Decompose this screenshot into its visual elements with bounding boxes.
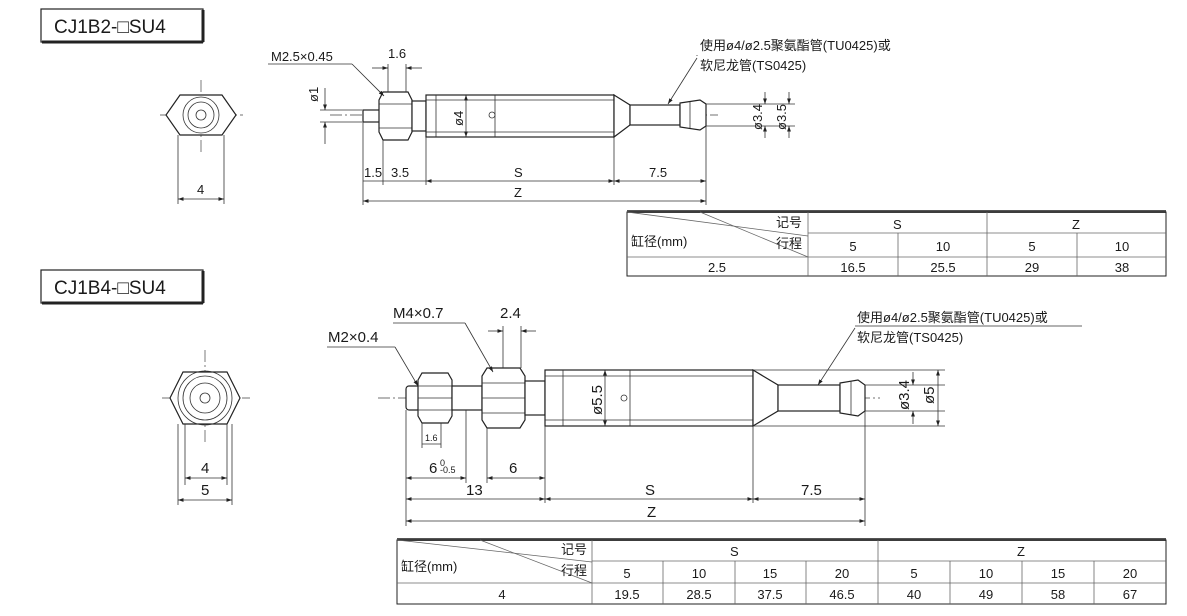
- side-view-cj1b4: [378, 367, 880, 429]
- dims-horizontal-cj1b4: 6 0 -0.5 6 13 S 7.5 Z: [405, 410, 866, 526]
- table-corner-top: 记号: [561, 542, 587, 557]
- stroke-header: 10: [692, 566, 706, 581]
- dim-barrel-dia-cj1b4: ø5.5: [589, 370, 607, 426]
- stroke-header: 5: [910, 566, 917, 581]
- stroke-header: 10: [979, 566, 993, 581]
- value-cell: 38: [1115, 260, 1129, 275]
- dim-6b: 6: [509, 460, 517, 477]
- barrel-dia-label: ø4: [451, 111, 466, 126]
- end-view-cj1b4: 4 5: [162, 350, 250, 505]
- note-line-2: 软尼龙管(TS0425): [700, 58, 806, 73]
- table-group-s: S: [893, 217, 902, 232]
- value-cell: 16.5: [840, 260, 865, 275]
- callout-thread-inner-cj1b4: M2×0.4: [327, 329, 419, 387]
- stroke-header: 10: [1115, 239, 1129, 254]
- tube-outer-label: ø5: [921, 386, 938, 404]
- value-cell: 28.5: [686, 587, 711, 602]
- dim-7-5: 7.5: [801, 482, 822, 499]
- thread-inner-label: M2×0.4: [328, 329, 378, 346]
- dim-nut-width-cj1b2: 1.6: [372, 46, 422, 92]
- dim-3-5: 3.5: [391, 165, 409, 180]
- title-box-cj1b2: CJ1B2-□SU4: [40, 8, 205, 44]
- dim-nut-width-cj1b4: 2.4: [488, 305, 536, 368]
- value-cell: 58: [1051, 587, 1065, 602]
- note-line-1: 使用ø4/ø2.5聚氨酯管(TU0425)或: [857, 310, 1048, 325]
- value-cell: 46.5: [829, 587, 854, 602]
- table-group-z: Z: [1017, 544, 1025, 559]
- spec-table-cj1b2: 记号 行程 缸径(mm) S Z 5 10 5 10 2.5 16.5 25.5…: [626, 210, 1167, 277]
- stroke-header: 15: [1051, 566, 1065, 581]
- table-group-s: S: [730, 544, 739, 559]
- table-corner-mid: 行程: [776, 236, 802, 251]
- stroke-header: 5: [849, 239, 856, 254]
- value-cell: 49: [979, 587, 993, 602]
- dim-s: S: [645, 482, 655, 499]
- stroke-header: 5: [623, 566, 630, 581]
- thread-label: M2.5×0.45: [271, 49, 333, 64]
- table-corner-left: 缸径(mm): [631, 234, 687, 249]
- nut-width-label: 2.4: [500, 305, 521, 322]
- tube-outer-label: ø3.5: [774, 104, 789, 130]
- stroke-header: 10: [936, 239, 950, 254]
- bore-cell: 2.5: [708, 260, 726, 275]
- hex-inner-label: 4: [201, 460, 209, 477]
- callout-thread-cj1b2: M2.5×0.45: [268, 49, 385, 97]
- dim-tube-dia-cj1b2: ø3.4 ø3.5: [706, 92, 795, 138]
- dim-6-tol-top: 0: [440, 458, 445, 468]
- dim-6-tol-bottom: -0.5: [440, 465, 456, 475]
- value-cell: 40: [907, 587, 921, 602]
- nut-small-label: 1.6: [425, 433, 438, 443]
- value-cell: 67: [1123, 587, 1137, 602]
- callout-thread-outer-cj1b4: M4×0.7: [393, 305, 494, 373]
- dim-barrel-dia-cj1b2: ø4: [451, 95, 468, 137]
- spec-table-cj1b4: 记号 行程 缸径(mm) S Z 5 10 15 20 5 10 15 20 4…: [396, 538, 1167, 605]
- model-title: CJ1B2-□SU4: [54, 17, 166, 38]
- hex-width-label: 4: [197, 182, 204, 197]
- hex-outer-label: 5: [201, 482, 209, 499]
- dim-z: Z: [647, 504, 656, 521]
- note-line-1: 使用ø4/ø2.5聚氨酯管(TU0425)或: [700, 38, 891, 53]
- dim-z: Z: [514, 185, 522, 200]
- dim-1-5: 1.5: [364, 165, 382, 180]
- tube-inner-label: ø3.4: [750, 104, 765, 130]
- view-cj1b4: CJ1B4-□SU4 4 5: [40, 269, 1167, 605]
- rod-dia-label: ø1: [306, 87, 321, 102]
- note-line-2: 软尼龙管(TS0425): [857, 330, 963, 345]
- value-cell: 29: [1025, 260, 1039, 275]
- title-box-cj1b4: CJ1B4-□SU4: [40, 269, 205, 305]
- table-group-z: Z: [1072, 217, 1080, 232]
- table-corner-mid: 行程: [561, 563, 587, 578]
- stroke-header: 20: [1123, 566, 1137, 581]
- dim-s: S: [514, 165, 523, 180]
- nut-width-label: 1.6: [388, 46, 406, 61]
- dims-horizontal-cj1b2: 1.5 3.5 S 7.5 Z: [362, 122, 707, 205]
- stroke-header: 15: [763, 566, 777, 581]
- dim-6: 6: [429, 460, 437, 477]
- end-view-cj1b2: 4: [160, 80, 243, 204]
- dim-rod-dia-cj1b2: ø1: [306, 87, 362, 144]
- barrel-dia-label: ø5.5: [589, 385, 606, 415]
- tube-note-cj1b4: 使用ø4/ø2.5聚氨酯管(TU0425)或 软尼龙管(TS0425): [817, 310, 1082, 386]
- model-title: CJ1B4-□SU4: [54, 278, 166, 299]
- side-view-cj1b2: [330, 91, 718, 141]
- tube-inner-label: ø3.4: [896, 380, 913, 410]
- dim-13: 13: [466, 482, 483, 499]
- dim-7-5: 7.5: [649, 165, 667, 180]
- value-cell: 25.5: [930, 260, 955, 275]
- value-cell: 37.5: [757, 587, 782, 602]
- tube-note-cj1b2: 使用ø4/ø2.5聚氨酯管(TU0425)或 软尼龙管(TS0425): [667, 38, 891, 105]
- table-corner-top: 记号: [776, 215, 802, 230]
- bore-cell: 4: [498, 587, 505, 602]
- view-cj1b2: CJ1B2-□SU4 4: [40, 8, 1167, 277]
- table-corner-left: 缸径(mm): [401, 559, 457, 574]
- stroke-header: 5: [1028, 239, 1035, 254]
- value-cell: 19.5: [614, 587, 639, 602]
- stroke-header: 20: [835, 566, 849, 581]
- dim-tube-dia-cj1b4: ø3.4 ø5: [753, 369, 945, 427]
- dim-nut-small-cj1b4: 1.6: [421, 423, 442, 448]
- thread-outer-label: M4×0.7: [393, 305, 443, 322]
